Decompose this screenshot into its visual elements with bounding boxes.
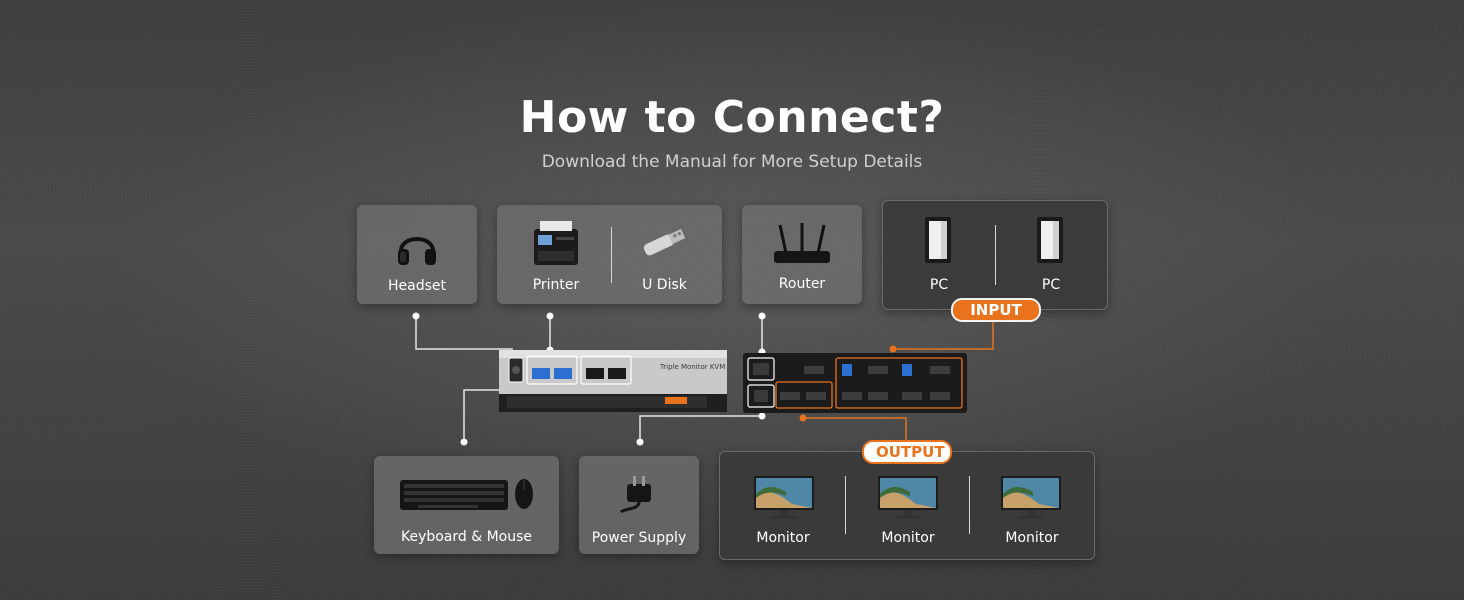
wire-output <box>803 417 907 446</box>
router-label: Router <box>778 276 826 292</box>
input-tag: INPUT <box>951 298 1041 322</box>
kvm-front-panel <box>499 350 727 412</box>
power-supply-label: Power Supply <box>591 530 687 546</box>
headset-label: Headset <box>387 278 446 294</box>
wire-power <box>639 415 762 442</box>
page-subtitle: Download the Manual for More Setup Detai… <box>541 152 923 172</box>
kvm-back-panel <box>743 353 967 413</box>
keyboard-mouse-card: Keyboard & Mouse <box>374 456 559 554</box>
pc-tower-icon <box>925 217 951 263</box>
pc-label-2: PC <box>1041 277 1061 293</box>
headset-icon <box>398 237 436 265</box>
output-tag: OUTPUT <box>862 440 952 464</box>
power-supply-card: Power Supply <box>579 456 699 554</box>
divider <box>611 227 612 283</box>
keyboard-mouse-icon <box>400 479 533 510</box>
monitor-label-3: Monitor <box>1005 530 1059 546</box>
power-adapter-icon <box>619 476 651 514</box>
divider <box>995 225 996 285</box>
printer-icon <box>534 221 578 265</box>
monitor-label-1: Monitor <box>756 530 810 546</box>
monitor-icon <box>1001 476 1061 519</box>
printer-label: Printer <box>532 277 580 293</box>
udisk-icon <box>643 229 686 256</box>
monitor-icon <box>754 476 814 519</box>
pc-tower-icon <box>1037 217 1063 263</box>
router-card: Router <box>742 205 862 304</box>
pc-input-card: PC PC <box>882 200 1108 310</box>
pc-label-1: PC <box>929 277 949 293</box>
kvm-front-label: Triple Monitor KVM <box>660 363 726 371</box>
monitor-output-card: Monitor Monitor Monitor <box>719 451 1095 560</box>
monitor-icon <box>878 476 938 519</box>
page-title: How to Connect? <box>519 92 945 143</box>
keyboard-mouse-label: Keyboard & Mouse <box>400 529 533 545</box>
headset-card: Headset <box>357 205 477 304</box>
divider <box>969 476 970 534</box>
router-icon <box>774 223 830 263</box>
wire-input <box>893 316 994 350</box>
monitor-label-2: Monitor <box>881 530 935 546</box>
udisk-label: U Disk <box>642 277 687 293</box>
divider <box>845 476 846 534</box>
printer-udisk-card: Printer U Disk <box>497 205 722 304</box>
